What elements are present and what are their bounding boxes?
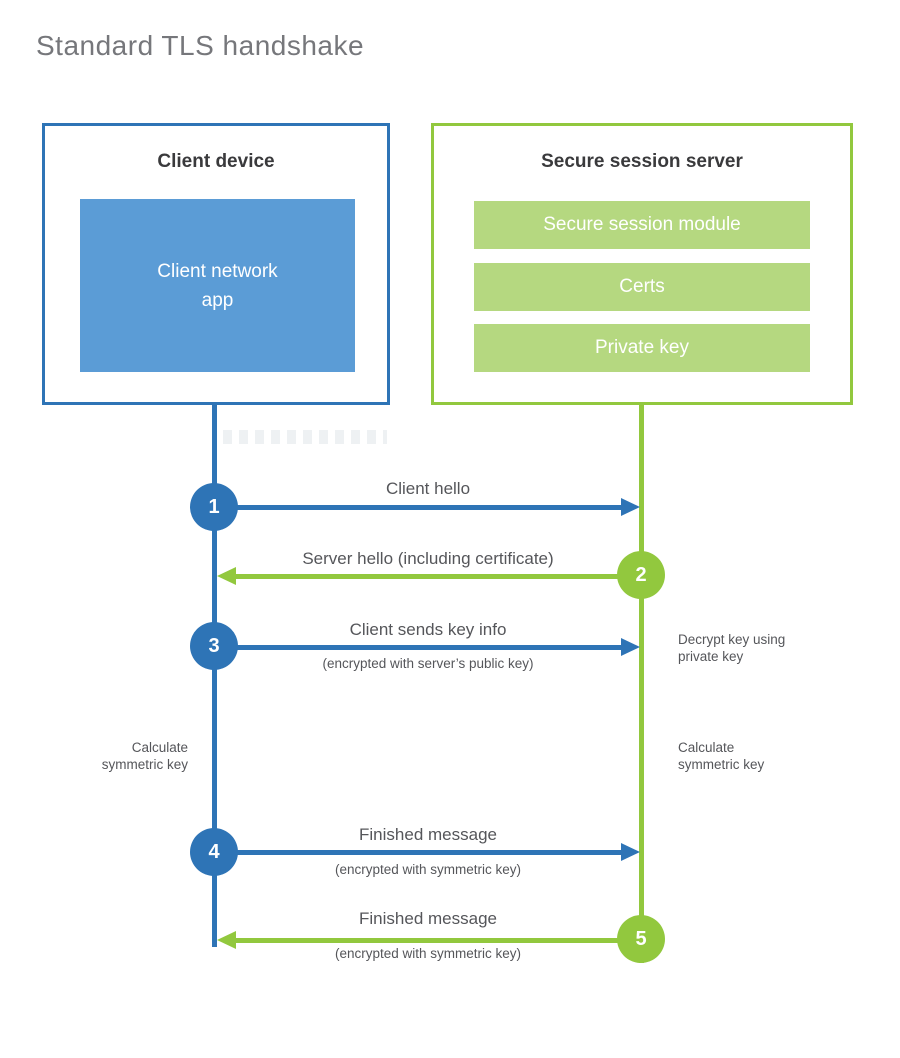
note-calculate-symmetric-key-client: Calculate symmetric key	[101, 740, 188, 772]
step5-message-sublabel: (encrypted with symmetric key)	[334, 946, 522, 961]
step4-message-label: Finished message	[359, 825, 497, 844]
client-network-app-box: Client network app	[80, 199, 355, 372]
arrowhead-right-icon	[621, 638, 640, 656]
note-decrypt-key: Decrypt key using private key	[678, 632, 786, 664]
server-module-certs: Certs	[474, 263, 810, 311]
step4-circle: 4	[190, 828, 238, 876]
secure-session-server-title: Secure session server	[541, 151, 743, 172]
step5-arrow-left	[217, 931, 641, 949]
faint-dashed-artifact	[223, 430, 387, 444]
step-number: 4	[208, 840, 220, 863]
server-module-label: Secure session module	[543, 214, 741, 235]
step-number: 3	[208, 634, 220, 657]
arrowhead-left-icon	[217, 931, 236, 949]
step4-arrow-right	[214, 843, 640, 861]
step5-circle: 5	[617, 915, 665, 963]
page-title: Standard TLS handshake	[36, 30, 365, 61]
server-module-private-key: Private key	[474, 324, 810, 372]
step1-arrow-right	[214, 498, 640, 516]
server-module-label: Private key	[595, 337, 689, 358]
client-lifeline	[212, 405, 217, 947]
step-number: 5	[635, 927, 647, 950]
arrow-shaft	[236, 573, 641, 579]
step3-arrow-right	[214, 638, 640, 656]
step5-message-label: Finished message	[359, 909, 497, 928]
step-number: 2	[635, 563, 647, 586]
step4-message-sublabel: (encrypted with symmetric key)	[334, 862, 522, 877]
step1-circle: 1	[190, 483, 238, 531]
client-network-app-label: Client network app	[157, 260, 278, 311]
step3-circle: 3	[190, 622, 238, 670]
step3-message-sublabel: (encrypted with server’s public key)	[322, 656, 534, 671]
arrow-shaft	[214, 644, 621, 650]
arrow-shaft	[236, 937, 641, 943]
client-device-title: Client device	[157, 151, 275, 172]
step1-message-label: Client hello	[385, 479, 471, 498]
arrow-shaft	[214, 849, 621, 855]
arrowhead-left-icon	[217, 567, 236, 585]
step3-message-label: Client sends key info	[349, 620, 507, 639]
step2-circle: 2	[617, 551, 665, 599]
step-number: 1	[208, 495, 220, 518]
server-module-secure-session-module: Secure session module	[474, 201, 810, 249]
server-lifeline	[639, 405, 644, 963]
server-module-label: Certs	[619, 276, 665, 297]
note-calculate-symmetric-key-server: Calculate symmetric key	[678, 740, 765, 772]
arrow-shaft	[214, 504, 621, 510]
arrowhead-right-icon	[621, 843, 640, 861]
step2-message-label: Server hello (including certificate)	[302, 549, 554, 568]
arrowhead-right-icon	[621, 498, 640, 516]
step2-arrow-left	[217, 567, 641, 585]
